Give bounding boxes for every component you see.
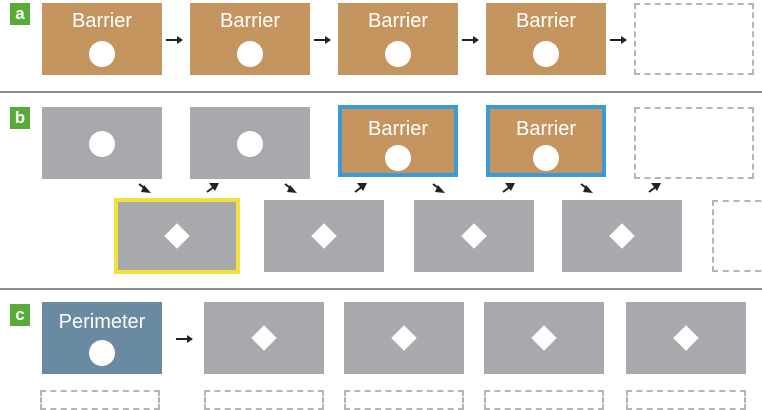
empty-box bbox=[634, 107, 754, 179]
gray-box bbox=[344, 302, 464, 374]
empty-box bbox=[40, 390, 160, 410]
panel-label-b: b bbox=[10, 107, 30, 129]
panel-label-c: c bbox=[10, 304, 30, 326]
gray-box bbox=[414, 200, 534, 272]
circle-marker bbox=[237, 131, 263, 157]
arrow-icon bbox=[648, 183, 661, 193]
diamond-marker bbox=[461, 223, 487, 249]
circle-marker bbox=[89, 131, 115, 157]
arrow-icon bbox=[502, 183, 515, 193]
gray-box bbox=[562, 200, 682, 272]
diamond-marker bbox=[609, 223, 635, 249]
gray-box bbox=[626, 302, 746, 374]
circle-marker bbox=[533, 145, 559, 171]
gray-box bbox=[190, 107, 310, 179]
arrow-icon bbox=[284, 183, 297, 193]
barrier-label: Barrier bbox=[71, 10, 132, 32]
barrier-box: Barrier bbox=[338, 3, 458, 75]
barrier-box: Barrier bbox=[42, 3, 162, 75]
empty-box bbox=[712, 200, 762, 272]
circle-marker bbox=[89, 340, 115, 366]
empty-box bbox=[484, 390, 604, 410]
arrow-icon bbox=[176, 335, 193, 343]
arrow-icon bbox=[166, 36, 183, 44]
empty-box bbox=[634, 3, 754, 75]
diamond-marker bbox=[164, 223, 190, 249]
diamond-marker bbox=[311, 223, 337, 249]
gray-box bbox=[484, 302, 604, 374]
diamond-marker bbox=[531, 325, 557, 351]
empty-box bbox=[204, 390, 324, 410]
empty-box bbox=[344, 390, 464, 410]
gray-box bbox=[42, 107, 162, 179]
barrier-box: Barrier bbox=[190, 3, 310, 75]
barrier-label: Barrier bbox=[367, 118, 428, 140]
perimeter-box: Perimeter bbox=[42, 302, 162, 374]
barrier-label: Barrier bbox=[515, 10, 576, 32]
separator bbox=[0, 91, 762, 93]
arrow-icon bbox=[354, 183, 367, 193]
circle-marker bbox=[237, 41, 263, 67]
arrow-icon bbox=[206, 183, 219, 193]
arrow-icon bbox=[610, 36, 627, 44]
barrier-label: Barrier bbox=[367, 10, 428, 32]
barrier-box-highlighted: Barrier bbox=[486, 105, 606, 177]
barrier-label: Barrier bbox=[515, 118, 576, 140]
circle-marker bbox=[89, 41, 115, 67]
panel-label-a: a bbox=[10, 3, 30, 25]
gray-box bbox=[204, 302, 324, 374]
perimeter-label: Perimeter bbox=[58, 311, 146, 333]
gray-box bbox=[264, 200, 384, 272]
circle-marker bbox=[533, 41, 559, 67]
barrier-box-highlighted: Barrier bbox=[338, 105, 458, 177]
arrow-icon bbox=[580, 183, 593, 193]
arrow-icon bbox=[462, 36, 479, 44]
diamond-marker bbox=[673, 325, 699, 351]
diamond-marker bbox=[391, 325, 417, 351]
separator bbox=[0, 288, 762, 290]
arrow-icon bbox=[432, 183, 445, 193]
barrier-box: Barrier bbox=[486, 3, 606, 75]
arrow-icon bbox=[138, 183, 151, 193]
circle-marker bbox=[385, 145, 411, 171]
barrier-label: Barrier bbox=[219, 10, 280, 32]
circle-marker bbox=[385, 41, 411, 67]
diamond-marker bbox=[251, 325, 277, 351]
empty-box bbox=[626, 390, 746, 410]
gray-box-highlighted bbox=[114, 198, 240, 274]
arrow-icon bbox=[314, 36, 331, 44]
